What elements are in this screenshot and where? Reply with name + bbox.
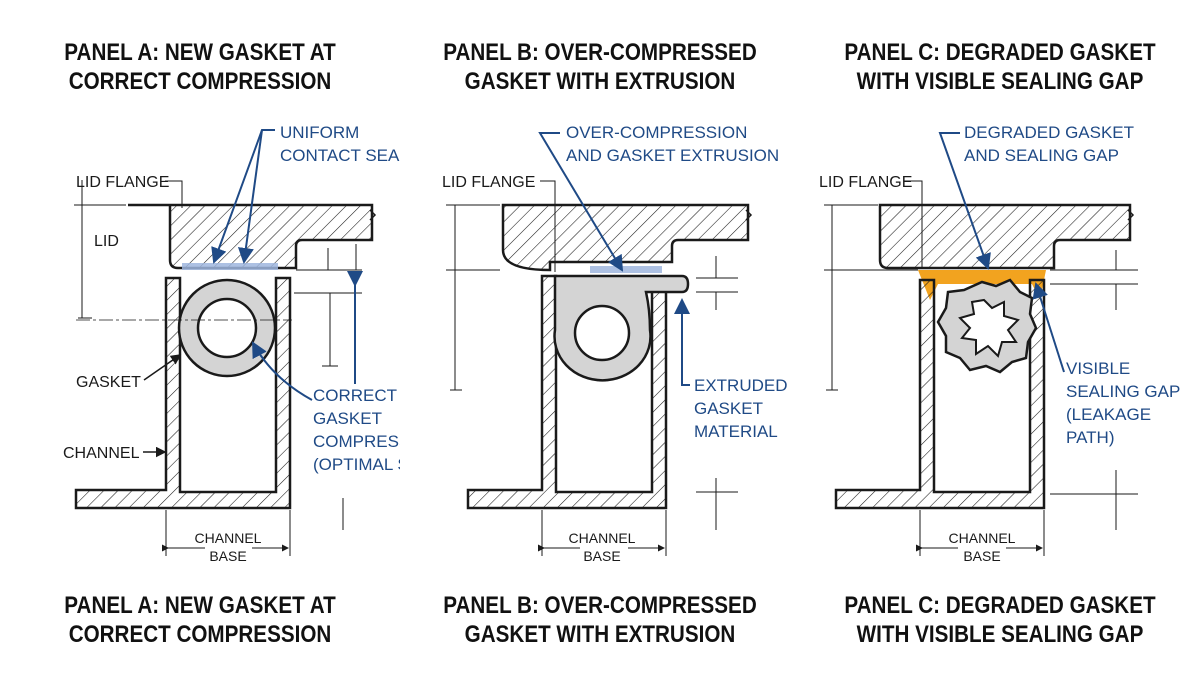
base-dimension: [538, 510, 667, 556]
lid-break-line: [745, 209, 753, 221]
right-dimensions: [696, 256, 738, 530]
panel-c-drawing: LID FLANGE CHANNEL BASE DEGRADED GASKET …: [819, 123, 1180, 564]
gap-callout-2: SEALING GAP: [1066, 382, 1180, 401]
panel-a-bottom-line2: CORRECT COMPRESSION: [68, 621, 332, 648]
channel-base-label-2: BASE: [963, 548, 1000, 564]
gasket-core: [573, 304, 631, 362]
panel-a-title-bottom: PANEL A: NEW GASKET AT CORRECT COMPRESSI…: [28, 591, 372, 649]
sealing-gap-highlight: [918, 270, 1046, 300]
panel-a-bottom-line1: PANEL A: NEW GASKET AT: [64, 592, 336, 619]
panel-b-title-bottom: PANEL B: OVER-COMPRESSED GASKET WITH EXT…: [428, 591, 772, 649]
panel-a: PANEL A: NEW GASKET AT CORRECT COMPRESSI…: [0, 0, 400, 675]
lid-flange-label: LID FLANGE: [442, 174, 535, 191]
right-dimensions: [294, 244, 362, 367]
panel-b-title-line1: PANEL B: OVER-COMPRESSED: [443, 39, 757, 66]
lid-flange-label: LID FLANGE: [819, 174, 912, 191]
panel-c-title-top: PANEL C: DEGRADED GASKET WITH VISIBLE SE…: [828, 38, 1172, 96]
panel-b-drawing: LID FLANGE CHANNEL BASE OVER-COMPRESSION…: [442, 123, 788, 564]
compression-callout-2: GASKET: [313, 409, 382, 428]
channel-base-label-1: CHANNEL: [195, 530, 262, 546]
callout-leaders: [938, 132, 1065, 373]
base-dimension: [162, 498, 344, 556]
channel-wall: [834, 278, 1046, 510]
panel-c: PANEL C: DEGRADED GASKET WITH VISIBLE SE…: [800, 0, 1200, 675]
extruded-callout-2: GASKET: [694, 399, 763, 418]
over-compression-callout-1: OVER-COMPRESSION: [566, 123, 747, 142]
lid-body: [128, 203, 374, 270]
panel-c-bottom-line2: WITH VISIBLE SEALING GAP: [856, 621, 1144, 648]
channel-base-label-2: BASE: [209, 548, 246, 564]
channel-base-label-1: CHANNEL: [949, 530, 1016, 546]
gap-callout-4: PATH): [1066, 428, 1114, 447]
gap-callout-1: VISIBLE: [1066, 359, 1130, 378]
panel-b-title-line2: GASKET WITH EXTRUSION: [464, 68, 736, 95]
callout-leaders: [211, 129, 363, 401]
channel-base-label-1: CHANNEL: [569, 530, 636, 546]
panel-a-drawing: LID FLANGE LID GASKET CHANNEL CHANNEL BA…: [63, 123, 400, 564]
left-dimension: [446, 180, 556, 391]
degraded-callout-1: DEGRADED GASKET: [964, 123, 1134, 142]
uniform-contact-callout-2: CONTACT SEAL: [280, 146, 400, 165]
compression-callout-3: COMPRESSION: [313, 432, 400, 451]
extruded-callout-3: MATERIAL: [694, 422, 778, 441]
degraded-callout-2: AND SEALING GAP: [964, 146, 1119, 165]
lid-body: [501, 203, 750, 272]
lid-flange-leader: [165, 180, 183, 208]
lid-body: [878, 203, 1132, 270]
uniform-contact-callout-1: UNIFORM: [280, 123, 359, 142]
left-dimension: [824, 180, 923, 391]
over-compression-highlight: [590, 266, 662, 273]
degraded-gasket-core: [958, 298, 1020, 358]
over-compression-callout-2: AND GASKET EXTRUSION: [566, 146, 779, 165]
contact-seal-highlight: [182, 263, 278, 270]
channel-wall: [466, 274, 668, 510]
gap-callout-3: (LEAKAGE: [1066, 405, 1151, 424]
lid-break-line: [1127, 209, 1135, 221]
lid-flange-label: LID FLANGE: [76, 174, 169, 191]
channel-label: CHANNEL: [63, 445, 140, 462]
lid-dimension: [74, 180, 126, 319]
panel-c-bottom-line1: PANEL C: DEGRADED GASKET: [844, 592, 1156, 619]
panel-a-title-line1: PANEL A: NEW GASKET AT: [64, 39, 336, 66]
callout-leaders: [538, 132, 690, 386]
panel-b-bottom-line1: PANEL B: OVER-COMPRESSED: [443, 592, 757, 619]
panel-c-title-line1: PANEL C: DEGRADED GASKET: [844, 39, 1156, 66]
panel-a-title-line2: CORRECT COMPRESSION: [68, 68, 332, 95]
right-dimensions: [1050, 250, 1138, 530]
lid-label: LID: [94, 233, 119, 250]
panel-c-title-bottom: PANEL C: DEGRADED GASKET WITH VISIBLE SE…: [828, 591, 1172, 649]
base-dimension: [916, 510, 1045, 556]
gasket-core: [196, 297, 258, 359]
panel-b-bottom-line2: GASKET WITH EXTRUSION: [464, 621, 736, 648]
channel-wall: [74, 276, 292, 510]
compression-callout-4: (OPTIMAL SEAL): [313, 455, 400, 474]
panel-c-title-line2: WITH VISIBLE SEALING GAP: [856, 68, 1144, 95]
lid-break-line: [369, 209, 377, 221]
extruded-callout-1: EXTRUDED: [694, 376, 788, 395]
panel-b-title-top: PANEL B: OVER-COMPRESSED GASKET WITH EXT…: [428, 38, 772, 96]
black-leaders: [143, 354, 182, 458]
channel-base-label-2: BASE: [583, 548, 620, 564]
gasket-label: GASKET: [76, 374, 141, 391]
panel-b: PANEL B: OVER-COMPRESSED GASKET WITH EXT…: [400, 0, 800, 675]
panel-a-title-top: PANEL A: NEW GASKET AT CORRECT COMPRESSI…: [28, 38, 372, 96]
compression-callout-1: CORRECT: [313, 386, 397, 405]
